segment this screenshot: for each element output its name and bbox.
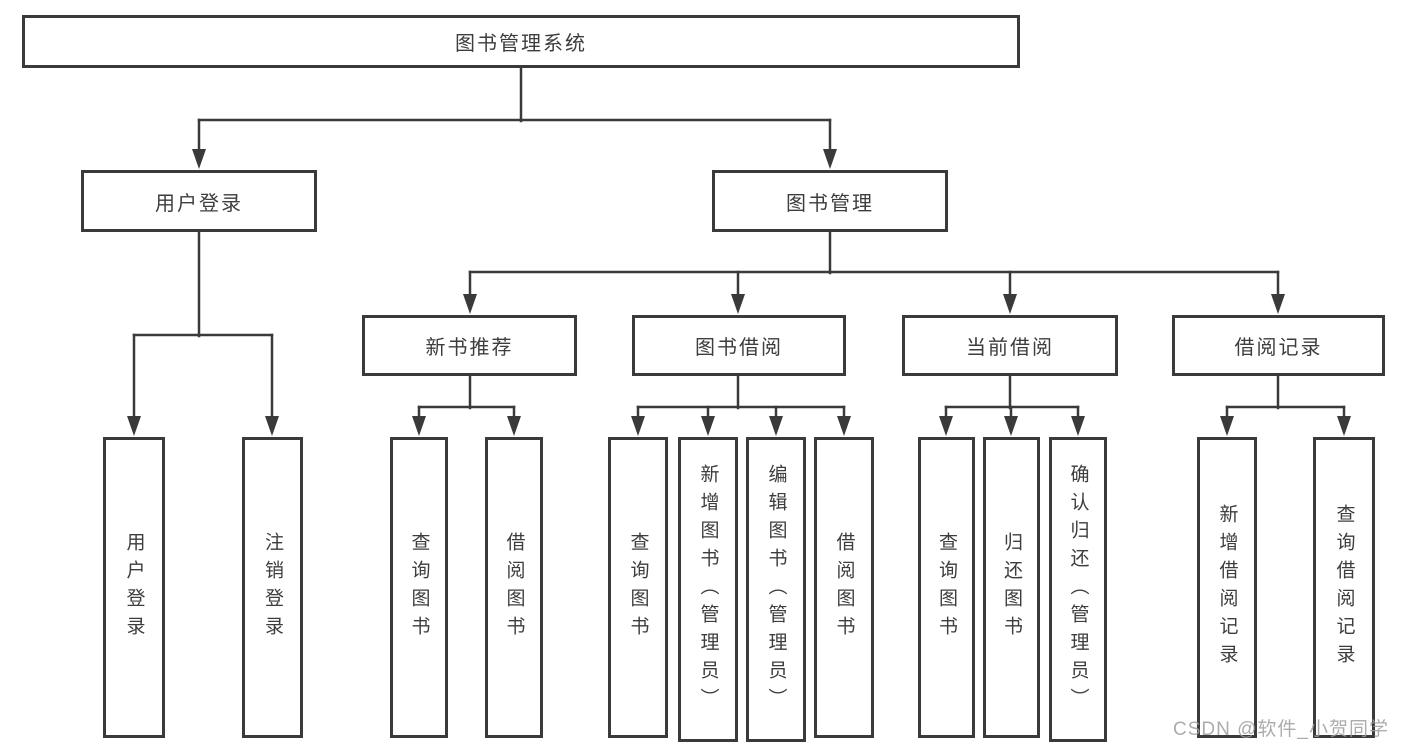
node-new-book-recommend: 新书推荐 bbox=[362, 315, 577, 376]
leaf-confirm-return-admin: 确认归还（管理员） bbox=[1049, 437, 1107, 742]
node-label: 用户登录 bbox=[155, 192, 243, 215]
node-book-management: 图书管理 bbox=[712, 170, 948, 232]
leaf-query-books-borrow: 查询图书 bbox=[608, 437, 668, 738]
node-label: 注销登录 bbox=[262, 531, 283, 644]
leaf-borrow-books: 借阅图书 bbox=[814, 437, 874, 738]
leaf-borrow-books-recommend: 借阅图书 bbox=[485, 437, 543, 738]
node-label: 查询图书 bbox=[936, 531, 957, 644]
arrowhead-icons bbox=[127, 149, 1351, 436]
node-label: 当前借阅 bbox=[966, 337, 1054, 359]
leaf-query-borrow-record: 查询借阅记录 bbox=[1313, 437, 1375, 738]
node-label: 图书管理 bbox=[786, 192, 874, 215]
node-label: 用户登录 bbox=[123, 531, 145, 644]
node-borrow-records: 借阅记录 bbox=[1172, 315, 1385, 376]
node-label: 借阅图书 bbox=[833, 531, 855, 644]
node-label: 新书推荐 bbox=[425, 337, 514, 359]
leaf-query-books-current: 查询图书 bbox=[918, 437, 975, 738]
leaf-return-book: 归还图书 bbox=[983, 437, 1040, 738]
node-label: 新增借阅记录 bbox=[1216, 503, 1238, 672]
node-current-borrow: 当前借阅 bbox=[902, 315, 1118, 376]
node-label: 图书借阅 bbox=[695, 337, 783, 359]
node-label: 借阅图书 bbox=[503, 531, 525, 644]
node-label: 查询图书 bbox=[627, 531, 649, 644]
node-label: 确认归还（管理员） bbox=[1067, 463, 1089, 716]
leaf-add-borrow-record: 新增借阅记录 bbox=[1197, 437, 1257, 738]
node-root: 图书管理系统 bbox=[22, 15, 1020, 68]
node-book-borrow: 图书借阅 bbox=[632, 315, 846, 376]
leaf-edit-book-admin: 编辑图书（管理员） bbox=[746, 437, 806, 742]
watermark-text: CSDN @软件_小贺同学 bbox=[1173, 719, 1389, 740]
node-label: 借阅记录 bbox=[1234, 337, 1323, 359]
leaf-logout: 注销登录 bbox=[242, 437, 303, 738]
node-label: 图书管理系统 bbox=[455, 33, 587, 55]
node-label: 查询借阅记录 bbox=[1333, 503, 1355, 672]
leaf-add-book-admin: 新增图书（管理员） bbox=[678, 437, 738, 742]
node-label: 归还图书 bbox=[1001, 531, 1022, 644]
leaf-user-login: 用户登录 bbox=[103, 437, 165, 738]
node-label: 编辑图书（管理员） bbox=[765, 463, 787, 716]
leaf-query-books-recommend: 查询图书 bbox=[390, 437, 448, 738]
node-user-login: 用户登录 bbox=[81, 170, 317, 232]
node-label: 新增图书（管理员） bbox=[697, 463, 719, 716]
node-label: 查询图书 bbox=[408, 531, 430, 644]
